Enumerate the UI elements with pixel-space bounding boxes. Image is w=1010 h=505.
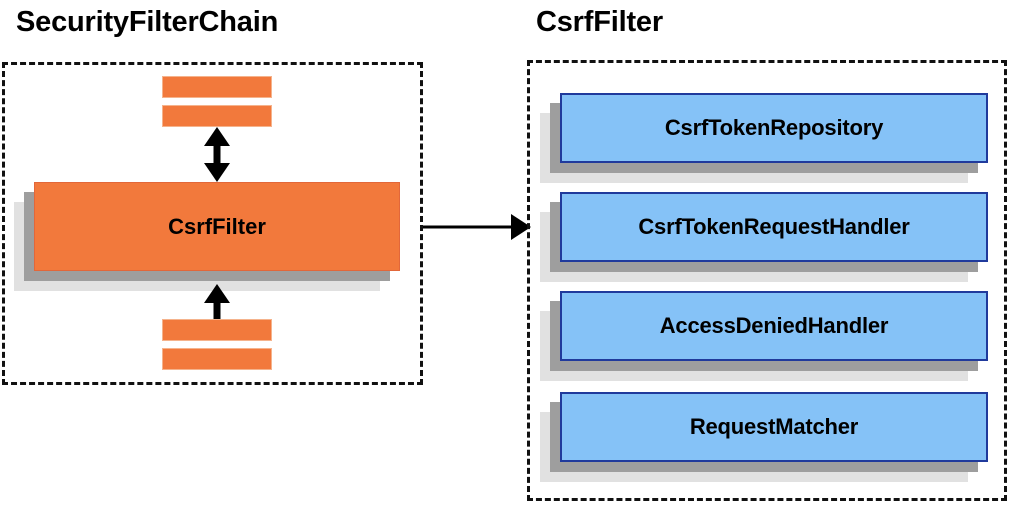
arrow-shaft	[213, 141, 221, 168]
filter-stub-label	[162, 76, 272, 98]
collaborator-label: CsrfTokenRequestHandler	[560, 192, 988, 262]
collaborator-csrf-token-repository[interactable]: CsrfTokenRepository	[540, 93, 988, 183]
arrow-head-down	[204, 163, 230, 182]
right-panel-title: CsrfFilter	[536, 6, 663, 38]
csrf-filter-label: CsrfFilter	[34, 182, 400, 271]
csrf-filter-collaborators-container	[527, 60, 1007, 501]
collaborator-label: CsrfTokenRepository	[560, 93, 988, 163]
arrow-head-up	[204, 284, 230, 303]
filter-stub-top-2	[162, 105, 272, 127]
arrow-head-up	[204, 127, 230, 146]
left-panel-title: SecurityFilterChain	[16, 6, 279, 38]
filter-stub-label	[162, 105, 272, 127]
filter-stub-top-1	[162, 76, 272, 98]
filter-stub-label	[162, 348, 272, 370]
collaborator-request-matcher[interactable]: RequestMatcher	[540, 392, 988, 482]
arrow-shaft	[213, 298, 221, 325]
filter-stub-label	[162, 319, 272, 341]
filter-stub-bottom-1	[162, 319, 272, 341]
csrf-filter-box[interactable]: CsrfFilter	[14, 182, 400, 291]
collaborator-csrf-token-request-handler[interactable]: CsrfTokenRequestHandler	[540, 192, 988, 282]
filter-stub-bottom-2	[162, 348, 272, 370]
arrow-shaft	[423, 225, 513, 229]
collaborator-label: AccessDeniedHandler	[560, 291, 988, 361]
arrow-head-right	[511, 214, 531, 240]
collaborator-access-denied-handler[interactable]: AccessDeniedHandler	[540, 291, 988, 381]
security-filter-chain-container	[2, 62, 423, 385]
collaborator-label: RequestMatcher	[560, 392, 988, 462]
